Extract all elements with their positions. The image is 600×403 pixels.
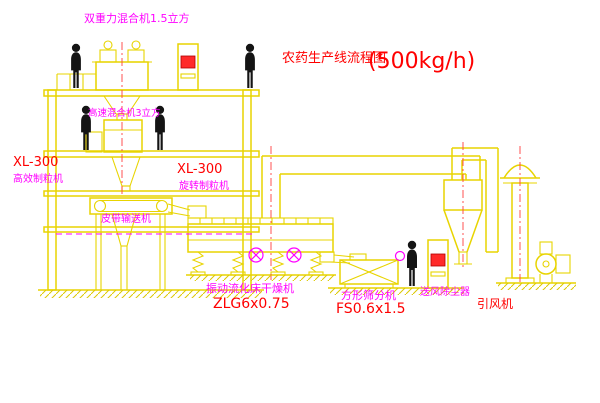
diagram-capacity: (500kg/h)	[368, 49, 475, 74]
ground-hatch	[38, 275, 576, 298]
belt-conveyor	[89, 197, 173, 290]
label-dust-collector: 送风除尘器	[420, 285, 470, 298]
granulator-hopper	[111, 156, 141, 192]
label-double-gravity-mixer: 双重力混合机1.5立方	[84, 11, 190, 25]
label-dryer-name: 振动流化床干燥机	[206, 281, 294, 295]
centerlines	[56, 42, 521, 286]
label-granulator-left-name: 高效制粒机	[13, 172, 63, 185]
person-icon	[407, 240, 417, 286]
diagram-title: 农药生产线流程图	[282, 51, 386, 66]
fluid-bed-dryer	[186, 217, 336, 276]
square-sifter	[329, 250, 406, 288]
label-granulator-right-name: 旋转制粒机	[179, 179, 229, 192]
control-cabinet	[177, 43, 199, 91]
label-high-speed-mixer: 高速混合机3立方	[88, 107, 161, 119]
discharge-pipe	[111, 213, 137, 290]
person-icon	[245, 43, 255, 89]
label-granulator-right-model: XL-300	[177, 162, 222, 177]
cyclone-outlet-duct	[452, 147, 499, 253]
label-belt-conveyor: 皮带输送机	[101, 212, 151, 225]
label-dryer-model: ZLG6x0.75	[213, 296, 290, 312]
label-induced-fan: 引风机	[477, 297, 513, 311]
control-cabinet	[427, 239, 449, 289]
person-icon	[71, 43, 81, 89]
label-sifter-model: FS0.6x1.5	[336, 301, 406, 317]
vibration-motor	[248, 247, 264, 263]
label-granulator-left-model: XL-300	[13, 155, 58, 170]
induced-draft-fan	[535, 241, 571, 283]
vibration-motor	[286, 247, 302, 263]
feed-chute	[167, 203, 207, 219]
exhaust-duct	[261, 155, 481, 218]
cabinet-display	[430, 253, 446, 267]
label-sifter-name: 方形筛分机	[341, 288, 396, 302]
high-speed-mixer	[85, 119, 143, 153]
cabinet-display	[180, 55, 196, 69]
